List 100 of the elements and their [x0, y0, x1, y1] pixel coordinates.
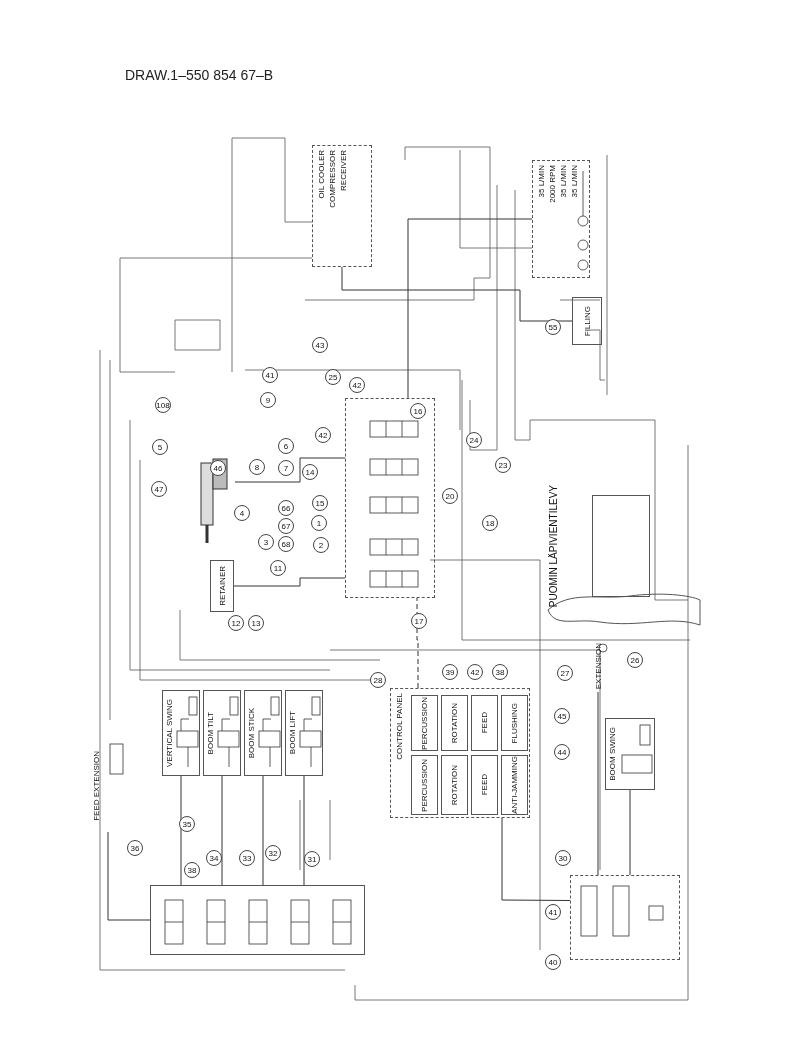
- group-label: 35 L/MIN: [570, 165, 579, 198]
- component-label: EXTENSION: [593, 642, 603, 690]
- callout-number: 23: [495, 457, 511, 473]
- drawing-number: DRAW.1–550 854 67–B: [125, 67, 274, 83]
- main-valve-block: [345, 398, 435, 598]
- callout-number: 26: [627, 652, 643, 668]
- hydraulic-line: [180, 775, 182, 886]
- callout-number: 68: [278, 536, 294, 552]
- callout-number: 20: [442, 488, 458, 504]
- hydraulic-line: [629, 789, 631, 876]
- pump-unit-group: [532, 160, 590, 278]
- hydraulic-line: [597, 691, 599, 876]
- callout-number: 35: [179, 816, 195, 832]
- callout-number: 13: [248, 615, 264, 631]
- retainer-cylinder-box: [210, 560, 234, 612]
- callout-number: 33: [239, 850, 255, 866]
- group-label: OIL COOLER: [317, 150, 326, 199]
- callout-number: 38: [184, 862, 200, 878]
- hydraulic-line: [234, 457, 346, 483]
- callout-number: 66: [278, 500, 294, 516]
- callout-number: 18: [482, 515, 498, 531]
- callout-number: 41: [545, 904, 561, 920]
- callout-number: 67: [278, 518, 294, 534]
- callout-number: 42: [315, 427, 331, 443]
- control-panel-group: [390, 688, 530, 818]
- callout-number: 38: [492, 664, 508, 680]
- callout-number: 12: [228, 615, 244, 631]
- callout-number: 8: [249, 459, 265, 475]
- group-label: RECEIVER: [339, 150, 348, 191]
- component-label: PERCUSSION: [420, 696, 429, 750]
- component-label: FLUSHING: [510, 702, 519, 744]
- component-label: FEED: [480, 774, 489, 796]
- hydraulic-line: [303, 775, 305, 886]
- callout-number: 27: [557, 665, 573, 681]
- callout-number: 43: [312, 337, 328, 353]
- component-label: ANTI-JAMMING: [510, 756, 519, 814]
- callout-number: 1: [311, 515, 327, 531]
- callout-number: 31: [304, 851, 320, 867]
- callout-number: 40: [545, 954, 561, 970]
- callout-number: 9: [260, 392, 276, 408]
- hydraulic-line: [107, 831, 151, 921]
- callout-number: 34: [206, 850, 222, 866]
- group-label: CONTROL PANEL: [395, 693, 404, 760]
- hydraulic-line: [416, 597, 419, 689]
- component-label: BOOM LIFT: [288, 711, 297, 755]
- control-valve-box: [501, 755, 528, 815]
- callout-number: 11: [270, 560, 286, 576]
- callout-number: 30: [555, 850, 571, 866]
- valve-bank-block: [150, 885, 365, 955]
- filling-filter-box: [572, 297, 602, 345]
- hydraulic-line: [407, 218, 533, 399]
- callout-number: 3: [258, 534, 274, 550]
- oil-cooler-group: [312, 145, 372, 267]
- callout-number: 14: [302, 464, 318, 480]
- control-valve-box: [441, 755, 468, 815]
- component-label: VERTICAL SWING: [165, 699, 174, 767]
- component-label: PERCUSSION: [420, 758, 429, 812]
- group-label: COMPRESSOR: [328, 150, 337, 208]
- control-valve-box: [285, 690, 323, 776]
- control-valve-box: [605, 718, 655, 790]
- callout-number: 15: [312, 495, 328, 511]
- gauge-box: [471, 695, 498, 751]
- callout-number: 108: [155, 397, 171, 413]
- hydraulic-line: [341, 266, 573, 322]
- callout-number: 44: [554, 744, 570, 760]
- valve-block: [570, 875, 680, 960]
- callout-number: 41: [262, 367, 278, 383]
- callout-number: 25: [325, 369, 341, 385]
- callout-number: 42: [349, 377, 365, 393]
- hydraulic-line: [501, 817, 571, 901]
- callout-number: 16: [410, 403, 426, 419]
- component-label: BOOM SWING: [608, 727, 617, 781]
- gauge-box: [501, 695, 528, 751]
- component-label: FEED: [480, 712, 489, 734]
- component-label: ROTATION: [450, 702, 459, 744]
- callout-number: 39: [442, 664, 458, 680]
- hydraulic-line: [233, 577, 346, 587]
- bulkhead-plate: [592, 495, 650, 597]
- control-valve-box: [244, 690, 282, 776]
- callout-number: 6: [278, 438, 294, 454]
- callout-number: 28: [370, 672, 386, 688]
- control-valve-box: [471, 755, 498, 815]
- hydraulic-line: [262, 775, 264, 886]
- group-label: 35 L/MIN: [559, 165, 568, 198]
- gauge-box: [441, 695, 468, 751]
- component-label: BOOM STICK: [247, 707, 256, 759]
- control-valve-box: [203, 690, 241, 776]
- control-valve-box: [411, 755, 438, 815]
- callout-number: 2: [313, 537, 329, 553]
- callout-number: 32: [265, 845, 281, 861]
- callout-number: 55: [545, 319, 561, 335]
- component-label: FILLING: [582, 305, 592, 337]
- callout-number: 17: [411, 613, 427, 629]
- callout-number: 5: [152, 439, 168, 455]
- callout-number: 7: [278, 460, 294, 476]
- group-label: 2000 RPM: [548, 165, 557, 203]
- component-label: ROTATION: [450, 764, 459, 806]
- plate-title: PUOMIN LÄPIVIENTILEVY: [548, 485, 560, 608]
- component-label: FEED EXTENSION: [92, 751, 101, 821]
- callout-number: 4: [234, 505, 250, 521]
